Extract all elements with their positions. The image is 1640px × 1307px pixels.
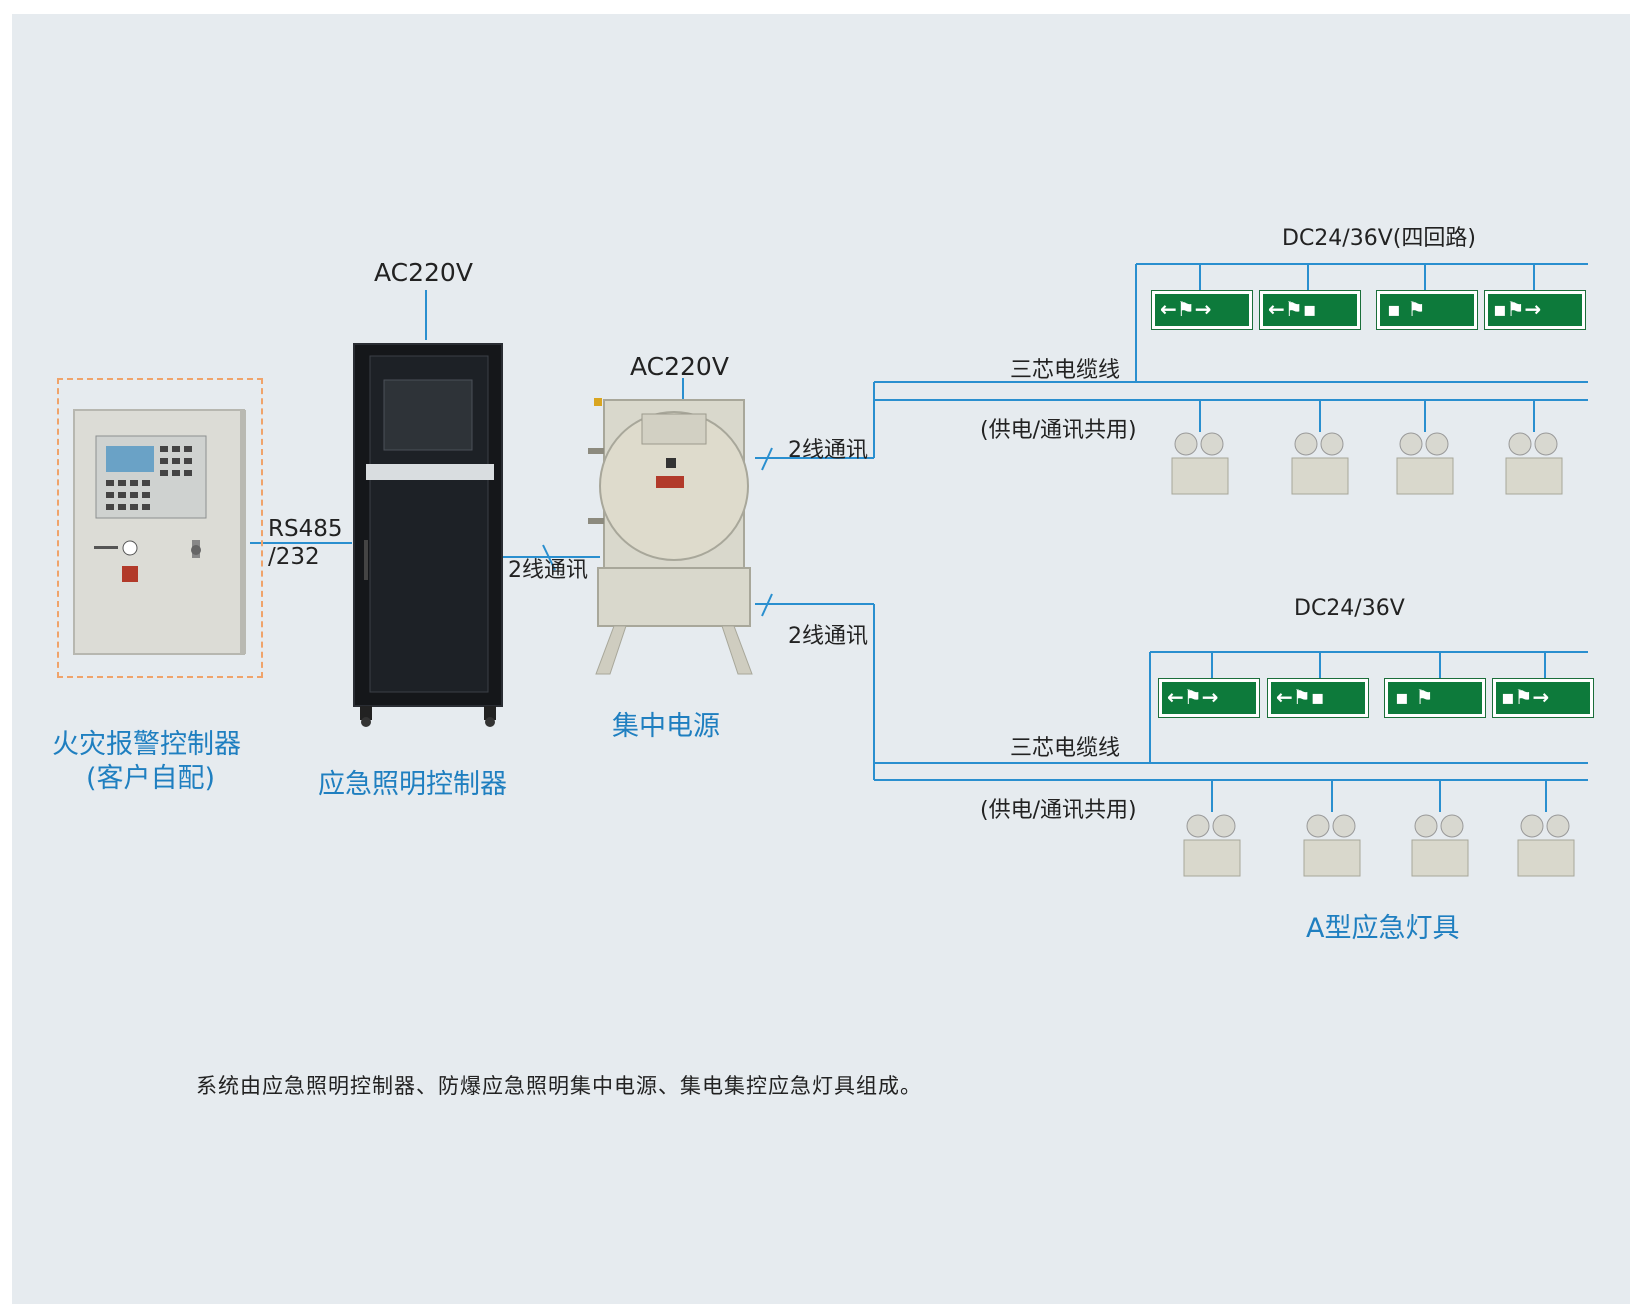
comm-controller-label: 2线通讯: [508, 558, 588, 583]
comm-bottom-label: 2线通讯: [788, 624, 868, 649]
emergency-lamp-icon: [1505, 432, 1563, 495]
ac220v-top-label: AC220V: [374, 258, 473, 287]
ac220v-mid-label: AC220V: [630, 352, 729, 381]
exit-sign-icon: ←⚑→: [1151, 290, 1253, 330]
rs232-label: /232: [268, 544, 320, 570]
diagram-panel: [12, 14, 1630, 1304]
emergency-lamp-icon: [1171, 432, 1229, 495]
central-power-supply-title: 集中电源: [612, 711, 720, 742]
fire-alarm-title: 火灾报警控制器: [52, 729, 241, 760]
emergency-controller-cabinet-icon: [353, 343, 503, 727]
emergency-controller-title: 应急照明控制器: [318, 769, 507, 800]
emergency-lamp-icon: [1303, 814, 1361, 877]
system-caption: 系统由应急照明控制器、防爆应急照明集中电源、集电集控应急灯具组成。: [196, 1074, 922, 1098]
a-type-lamps-title: A型应急灯具: [1306, 913, 1460, 944]
fire-alarm-dashed-frame: [57, 378, 263, 678]
rs485-label: RS485: [268, 516, 343, 542]
central-power-supply-icon: [588, 398, 753, 675]
fire-alarm-controller-icon: [73, 409, 246, 655]
exit-sign-icon: ▪⚑→: [1484, 290, 1586, 330]
comm-top-label: 2线通讯: [788, 438, 868, 463]
emergency-lamp-icon: [1396, 432, 1454, 495]
shared-top-label: (供电/通讯共用): [980, 418, 1137, 443]
exit-sign-icon: ←⚑▪: [1267, 678, 1369, 718]
dc-bottom-label: DC24/36V: [1294, 596, 1405, 621]
emergency-lamp-icon: [1411, 814, 1469, 877]
exit-sign-icon: ←⚑▪: [1259, 290, 1361, 330]
cable-bottom-label: 三芯电缆线: [1010, 736, 1121, 761]
emergency-lamp-icon: [1291, 432, 1349, 495]
exit-sign-icon: ▪ ⚑: [1384, 678, 1486, 718]
emergency-lamp-icon: [1183, 814, 1241, 877]
shared-bottom-label: (供电/通讯共用): [980, 798, 1137, 823]
fire-alarm-subtitle: (客户自配): [86, 763, 216, 794]
exit-sign-icon: ▪ ⚑: [1376, 290, 1478, 330]
dc-top-label: DC24/36V(四回路): [1282, 226, 1476, 251]
exit-sign-icon: ▪⚑→: [1492, 678, 1594, 718]
emergency-lamp-icon: [1517, 814, 1575, 877]
exit-sign-icon: ←⚑→: [1158, 678, 1260, 718]
cable-top-label: 三芯电缆线: [1010, 358, 1121, 383]
